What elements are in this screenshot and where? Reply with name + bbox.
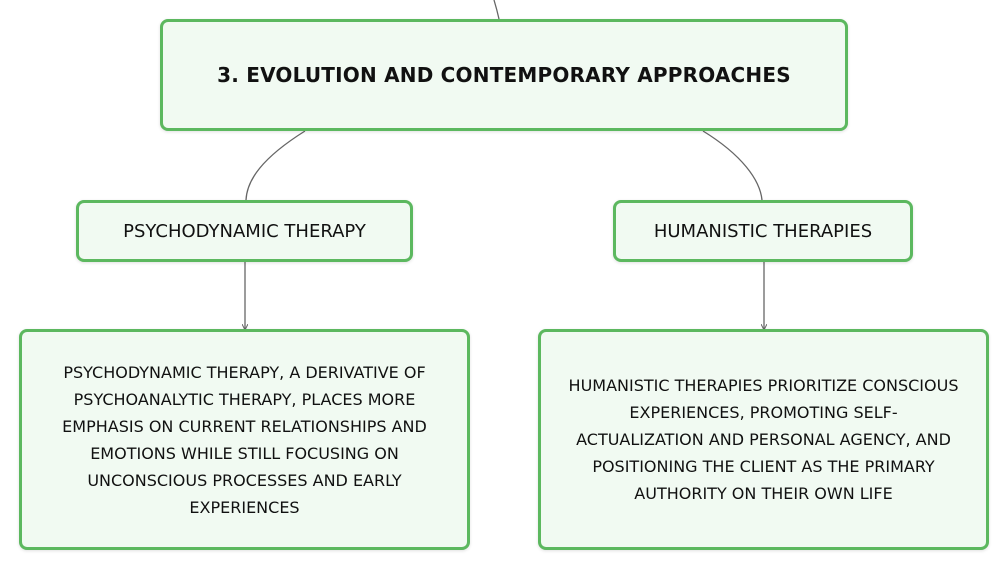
node-humanistic-detail-text: HUMANISTIC THERAPIES PRIORITIZE CONSCIOU…: [568, 376, 959, 503]
node-psychodynamic-detail[interactable]: PSYCHODYNAMIC THERAPY, A DERIVATIVE OF P…: [19, 329, 470, 550]
node-humanistic-therapies[interactable]: HUMANISTIC THERAPIES: [613, 200, 913, 262]
node-psychodynamic-therapy-label: PSYCHODYNAMIC THERAPY: [123, 220, 366, 242]
node-humanistic-therapies-label: HUMANISTIC THERAPIES: [653, 220, 873, 242]
connector-root-to-psychodynamic: [245, 130, 306, 201]
root-node[interactable]: 3. EVOLUTION AND CONTEMPORARY APPROACHES: [160, 19, 848, 131]
node-psychodynamic-detail-text: PSYCHODYNAMIC THERAPY, A DERIVATIVE OF P…: [62, 362, 427, 517]
root-node-title: 3. EVOLUTION AND CONTEMPORARY APPROACHES: [217, 63, 791, 87]
connector-root-to-humanistic: [702, 130, 763, 201]
incoming-connector: [493, 0, 500, 20]
node-humanistic-detail[interactable]: HUMANISTIC THERAPIES PRIORITIZE CONSCIOU…: [538, 329, 989, 550]
node-psychodynamic-therapy[interactable]: PSYCHODYNAMIC THERAPY: [76, 200, 413, 262]
